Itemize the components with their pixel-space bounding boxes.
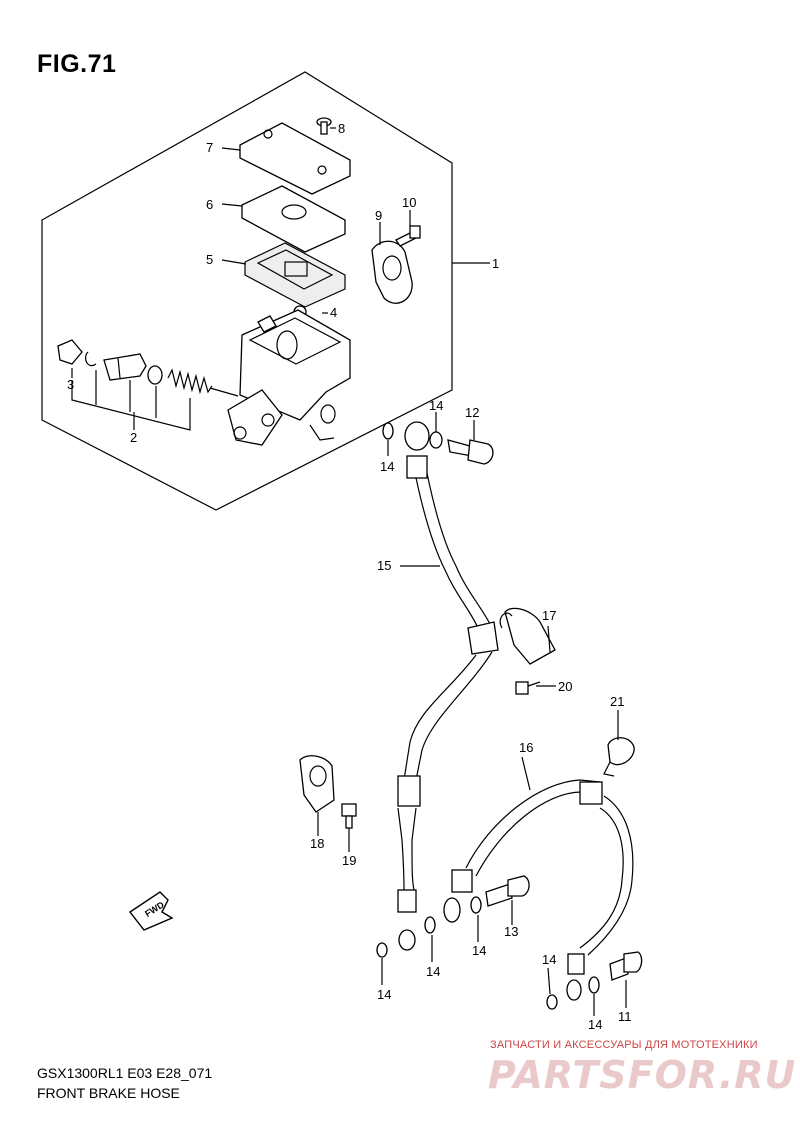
callout-14: 14	[377, 987, 391, 1002]
callout-4: 4	[330, 305, 337, 320]
reservoir-cap[interactable]	[239, 122, 351, 195]
hose-clamp[interactable]	[603, 737, 635, 777]
callout-16: 16	[519, 740, 533, 755]
callout-7: 7	[206, 140, 213, 155]
callout-2: 2	[130, 430, 137, 445]
callout-14: 14	[380, 459, 394, 474]
union-bolt-upper[interactable]	[382, 422, 494, 465]
callout-14: 14	[426, 964, 440, 979]
watermark-tagline: ЗАПЧАСТИ И АКСЕССУАРЫ ДЛЯ МОТОТЕХНИКИ	[490, 1039, 758, 1051]
assembly-boundary	[41, 71, 453, 511]
figure-title: FIG.71	[37, 50, 117, 78]
callout-19: 19	[342, 853, 356, 868]
hose-guide[interactable]	[299, 755, 335, 813]
callout-14: 14	[542, 952, 556, 967]
washer[interactable]	[470, 896, 482, 914]
diaphragm-plate[interactable]	[241, 185, 346, 253]
model-code: GSX1300RL1 E03 E28_071	[37, 1065, 213, 1081]
callout-14: 14	[588, 1017, 602, 1032]
callout-1: 1	[492, 256, 499, 271]
callout-11: 11	[618, 1009, 632, 1024]
callout-8: 8	[338, 121, 345, 136]
bracket-bolt[interactable]	[515, 681, 541, 695]
return-spring[interactable]	[167, 368, 213, 395]
clamp-bolt[interactable]	[395, 225, 421, 247]
callout-12: 12	[465, 405, 479, 420]
handlebar-clamp[interactable]	[371, 240, 413, 304]
washer[interactable]	[376, 942, 388, 958]
washer[interactable]	[424, 916, 436, 934]
callout-17: 17	[542, 608, 556, 623]
union-bolt-caliper[interactable]	[609, 951, 643, 981]
washer[interactable]	[546, 994, 558, 1010]
hose-bracket[interactable]	[499, 607, 556, 665]
union-bolt-lower[interactable]	[485, 875, 530, 907]
diagram-caption: FRONT BRAKE HOSE	[37, 1085, 180, 1101]
callout-15: 15	[377, 558, 391, 573]
circlip[interactable]	[84, 351, 97, 367]
callout-10: 10	[402, 195, 416, 210]
callout-18: 18	[310, 836, 324, 851]
callout-14: 14	[472, 943, 486, 958]
callout-9: 9	[375, 208, 382, 223]
piston[interactable]	[103, 353, 147, 381]
cup[interactable]	[147, 365, 163, 385]
callout-21: 21	[610, 694, 624, 709]
callout-6: 6	[206, 197, 213, 212]
master-cylinder-body[interactable]	[227, 309, 351, 446]
dust-boot[interactable]	[57, 339, 83, 365]
brake-hose-lower[interactable]	[443, 779, 634, 1001]
brake-hose-upper[interactable]	[397, 421, 499, 951]
washer[interactable]	[588, 976, 600, 994]
guide-bolt[interactable]	[341, 803, 357, 829]
callout-13: 13	[504, 924, 518, 939]
fwd-arrow-icon: FWD	[128, 891, 174, 931]
callout-20: 20	[558, 679, 572, 694]
cap-screw[interactable]	[316, 117, 332, 135]
watermark-logo: PARTSFOR.RU	[488, 1053, 797, 1097]
callout-14: 14	[429, 398, 443, 413]
leader-lines	[71, 127, 627, 1016]
callout-5: 5	[206, 252, 213, 267]
piston-set[interactable]	[57, 339, 239, 431]
diaphragm[interactable]	[244, 242, 346, 308]
callout-3: 3	[67, 377, 74, 392]
